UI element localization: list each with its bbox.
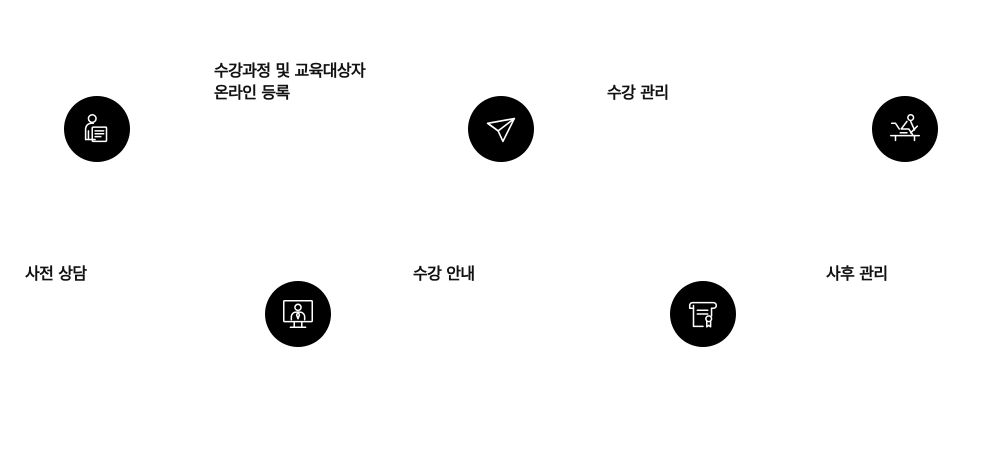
aftercare-step-circle [872, 96, 938, 162]
registration-step-label-line2: 온라인 등록 [214, 83, 290, 102]
registration-step-label-line1: 수강과정 및 교육대상자 [214, 61, 366, 80]
consultation-step-label: 사전 상담 [25, 264, 87, 283]
registration-step-label: 수강과정 및 교육대상자 온라인 등록 [214, 60, 366, 104]
registration-step-circle [265, 281, 331, 347]
course-management-step-circle [670, 281, 736, 347]
consultation-document-icon [84, 113, 108, 143]
consultation-step-circle [64, 96, 130, 162]
paper-plane-icon [486, 117, 516, 143]
desk-writing-icon [889, 113, 921, 142]
guidance-step-circle [468, 96, 534, 162]
online-registration-monitor-icon [282, 299, 314, 329]
aftercare-step-label: 사후 관리 [826, 264, 888, 283]
certificate-document-icon [688, 301, 717, 328]
guidance-step-label: 수강 안내 [413, 264, 475, 283]
course-management-step-label: 수강 관리 [607, 83, 669, 102]
